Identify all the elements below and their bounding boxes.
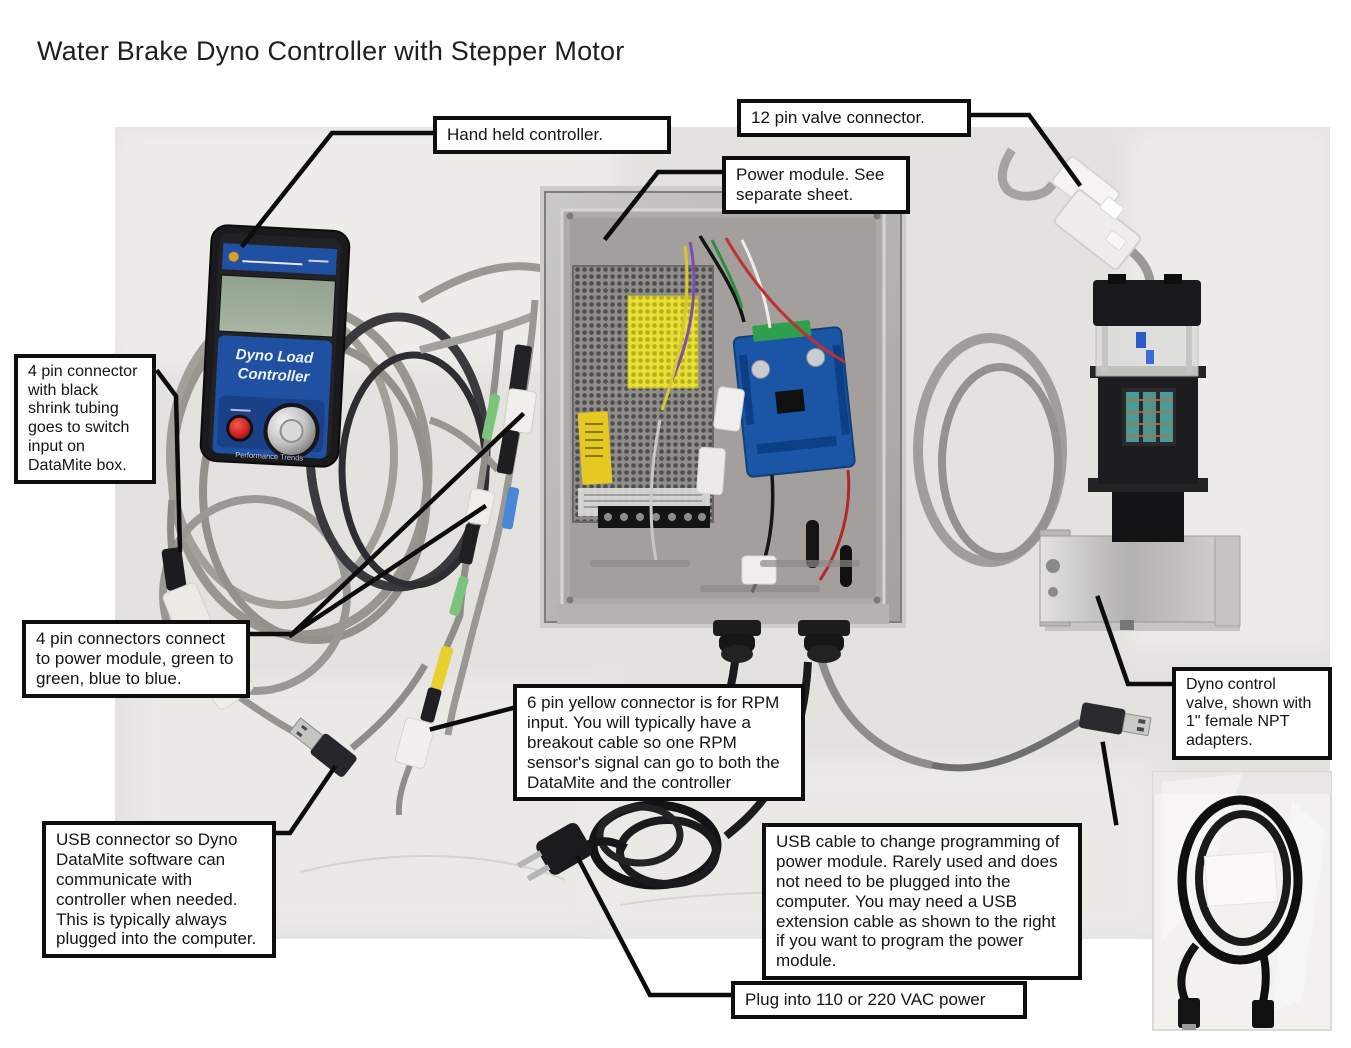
- controller-name-line1: Dyno Load: [235, 346, 314, 367]
- callout-6-pin-yellow: 6 pin yellow connector is for RPM input.…: [513, 684, 805, 802]
- leader-usb-a: [273, 764, 338, 836]
- callout-vac-power: Plug into 110 or 220 VAC power: [731, 981, 1027, 1019]
- controller-name-line2: Controller: [237, 365, 311, 386]
- callout-usb-connector: USB connector so Dyno DataMite software …: [42, 821, 276, 959]
- controller-header-strip: [221, 243, 338, 276]
- connector-chain: [394, 344, 537, 769]
- motor-lower: [1112, 490, 1184, 542]
- power-module-box: [540, 186, 906, 663]
- leader-lines: [154, 112, 1174, 998]
- start-test-button: [226, 414, 254, 442]
- usb-connector-a: [288, 717, 357, 777]
- leader-12pin: [968, 112, 1083, 188]
- page-title: Water Brake Dyno Controller with Stepper…: [37, 36, 625, 66]
- nylon-connector: [696, 446, 726, 496]
- controller-brand: Performance Trends: [235, 450, 304, 463]
- leader-power-module: [602, 169, 725, 242]
- handheld-controller: Dyno Load Controller Performance Trends: [199, 224, 351, 468]
- callout-4-pin-shrink: 4 pin connector with black shrink tubing…: [14, 354, 156, 485]
- blue-band: [501, 486, 520, 530]
- bag-label: [1203, 851, 1279, 907]
- stepper-valve-assembly: [1039, 274, 1241, 631]
- cable-gland: [798, 620, 850, 663]
- green-band: [449, 576, 469, 616]
- callout-4-pin-connectors: 4 pin connectors connect to power module…: [22, 620, 250, 698]
- nylon-connector: [713, 386, 745, 432]
- callout-usb-cable: USB cable to change programming of power…: [762, 823, 1082, 981]
- plug-prong: [526, 864, 551, 882]
- leader-usb-b: [1100, 741, 1119, 826]
- controller-logo: [228, 251, 239, 262]
- yellow-band: [430, 645, 454, 691]
- motor-top-cap: [1093, 280, 1201, 326]
- callout-12-pin-valve-connector: 12 pin valve connector.: [737, 99, 971, 137]
- six-pin-connector: [394, 717, 436, 769]
- usb-connector-b: [1078, 702, 1152, 737]
- green-band: [481, 394, 501, 440]
- valve-block: [1039, 535, 1241, 623]
- plug-prong: [516, 850, 543, 869]
- photo-area: Dyno Load Controller Performance Trends: [115, 127, 1330, 939]
- leader-4pin-a: [287, 411, 526, 639]
- callout-power-module: Power module. See separate sheet.: [722, 156, 910, 214]
- leader-4pin-b: [287, 503, 488, 639]
- table-crease: [299, 855, 566, 881]
- leader-6pin: [429, 705, 516, 732]
- controller-pcb: [732, 320, 856, 478]
- internal-wires: [649, 235, 851, 593]
- leader-4pin-shrink: [154, 368, 183, 553]
- controller-lcd: [218, 274, 337, 338]
- power-supply: [572, 265, 714, 528]
- psu-yellow-vent: [627, 295, 699, 389]
- cable-gland: [713, 620, 761, 663]
- usb-extension-bag: [1152, 771, 1332, 1031]
- callout-dyno-control-valve: Dyno control valve, shown with 1" female…: [1172, 667, 1332, 760]
- leader-hand-held: [239, 130, 436, 249]
- leader-vac: [574, 854, 734, 998]
- leader-valve: [1095, 595, 1174, 687]
- callout-hand-held-controller: Hand held controller.: [433, 116, 671, 154]
